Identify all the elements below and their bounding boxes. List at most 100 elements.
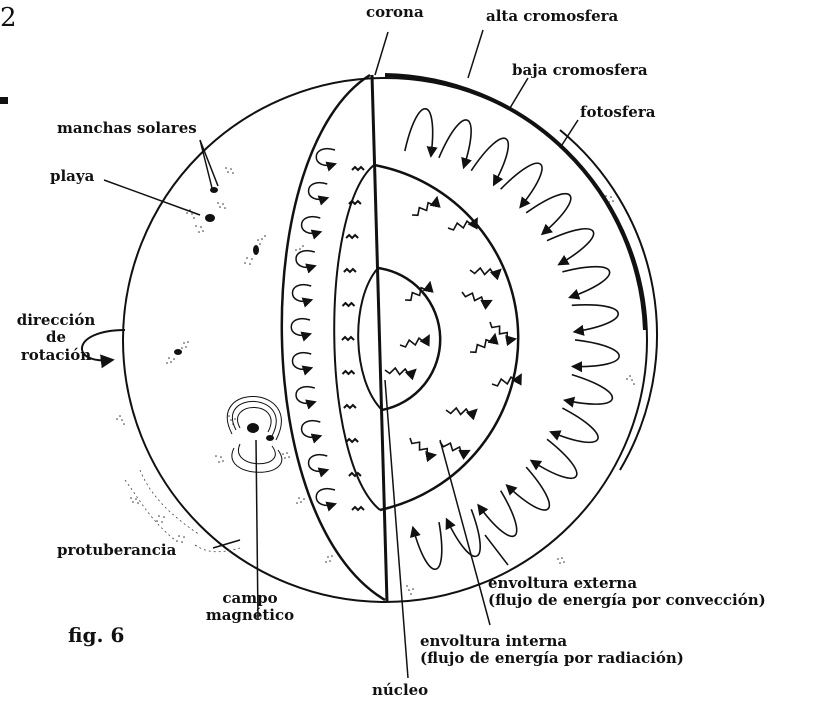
speckle	[215, 455, 217, 457]
speckle	[559, 562, 561, 564]
speckle	[408, 589, 410, 591]
speckle	[633, 383, 635, 385]
cut-face-wave	[344, 405, 356, 408]
speckle	[626, 378, 628, 380]
speckle	[286, 452, 288, 454]
speckle	[298, 497, 300, 499]
speckle	[222, 460, 224, 462]
radiation-arrow	[412, 198, 437, 215]
label-envoltura-externa: envoltura externa (flujo de energía por …	[488, 575, 766, 610]
radiative-envelope-boundary	[374, 165, 518, 510]
convection-loop	[479, 491, 517, 537]
speckle	[219, 206, 221, 208]
cut-face-loop	[291, 319, 310, 336]
speckle	[191, 213, 193, 215]
speckle	[557, 558, 559, 560]
convection-loop	[471, 138, 508, 184]
speckle	[612, 200, 614, 202]
cut-face-wave	[342, 371, 354, 374]
speckle	[257, 239, 259, 241]
speckle	[331, 555, 333, 557]
margin-mark	[0, 97, 8, 104]
label-nucleo: núcleo	[372, 682, 428, 699]
label-rotacion: rotación	[6, 347, 106, 364]
cut-face-loop	[316, 489, 335, 506]
convection-loop	[526, 194, 571, 234]
convection-loop	[551, 408, 598, 442]
corner-mark: 2	[0, 3, 17, 33]
speckle	[230, 419, 232, 421]
speckle	[225, 167, 227, 169]
label-de: de	[6, 329, 106, 346]
speckle	[161, 521, 163, 523]
radiation-arrow	[410, 438, 435, 456]
cut-face-loop	[292, 285, 311, 302]
radiation-arrow	[440, 442, 469, 454]
cut-face-wave	[342, 337, 354, 340]
speckle	[610, 196, 612, 198]
speckle	[295, 249, 297, 251]
speckle	[234, 418, 236, 420]
speckle	[123, 423, 125, 425]
speckle	[224, 207, 226, 209]
cut-face-wave	[344, 269, 356, 272]
convection-loop	[447, 509, 480, 556]
speckle	[181, 541, 183, 543]
label-envoltura-externa-title: envoltura externa	[488, 575, 766, 592]
speckle	[303, 498, 305, 500]
label-direccion: dirección	[6, 312, 106, 329]
speckle	[327, 556, 329, 558]
cut-face-loop	[309, 183, 328, 200]
figure-caption: fig. 6	[68, 624, 124, 647]
speckle	[198, 231, 200, 233]
speckle	[261, 238, 263, 240]
radiation-arrow	[446, 408, 476, 415]
convection-loop	[413, 522, 442, 569]
cut-face-loop	[302, 421, 321, 438]
speckle	[218, 461, 220, 463]
speckle	[119, 415, 121, 417]
label-envoltura-externa-note: (flujo de energía por convección)	[488, 592, 766, 609]
cut-face-convection-loops	[291, 149, 364, 510]
label-campo-magnetico: campo magnético	[205, 590, 295, 625]
label-envoltura-interna: envoltura interna (flujo de energía por …	[420, 633, 684, 668]
label-protuberancia: protuberancia	[57, 542, 176, 559]
cut-face-wave	[342, 303, 354, 306]
speckle	[156, 520, 158, 522]
speckle	[187, 341, 189, 343]
label-fotosfera: fotosfera	[580, 104, 655, 121]
convection-loop	[501, 163, 542, 207]
radiation-arrow	[385, 368, 415, 375]
speckle	[325, 561, 327, 563]
speckle	[230, 168, 232, 170]
speckle	[297, 253, 299, 255]
speckle	[158, 515, 160, 517]
convection-loop	[547, 229, 594, 264]
speckle	[296, 502, 298, 504]
cut-face-wave	[352, 167, 364, 170]
speckle	[166, 362, 168, 364]
radiation-arrow	[400, 336, 429, 347]
speckle	[186, 212, 188, 214]
speckle	[193, 217, 195, 219]
cut-face-wave	[349, 473, 361, 476]
speckle	[251, 258, 253, 260]
convection-loop	[439, 120, 471, 167]
label-alta-cromosfera: alta cromosfera	[486, 8, 618, 25]
speckle	[178, 535, 180, 537]
cut-face-loop	[309, 455, 328, 472]
convection-loop	[405, 109, 433, 156]
label-envoltura-interna-title: envoltura interna	[420, 633, 684, 650]
cut-face-loop	[316, 149, 335, 166]
speckle	[200, 226, 202, 228]
speckle	[249, 263, 251, 265]
speckle	[228, 415, 230, 417]
label-magnetico: magnético	[205, 607, 295, 624]
speckle	[227, 171, 229, 173]
radiation-arrow	[470, 335, 495, 352]
cut-face-loop	[296, 387, 315, 404]
speckle	[244, 262, 246, 264]
speckle	[282, 453, 284, 455]
convection-loop	[565, 375, 612, 405]
speckle	[137, 502, 139, 504]
